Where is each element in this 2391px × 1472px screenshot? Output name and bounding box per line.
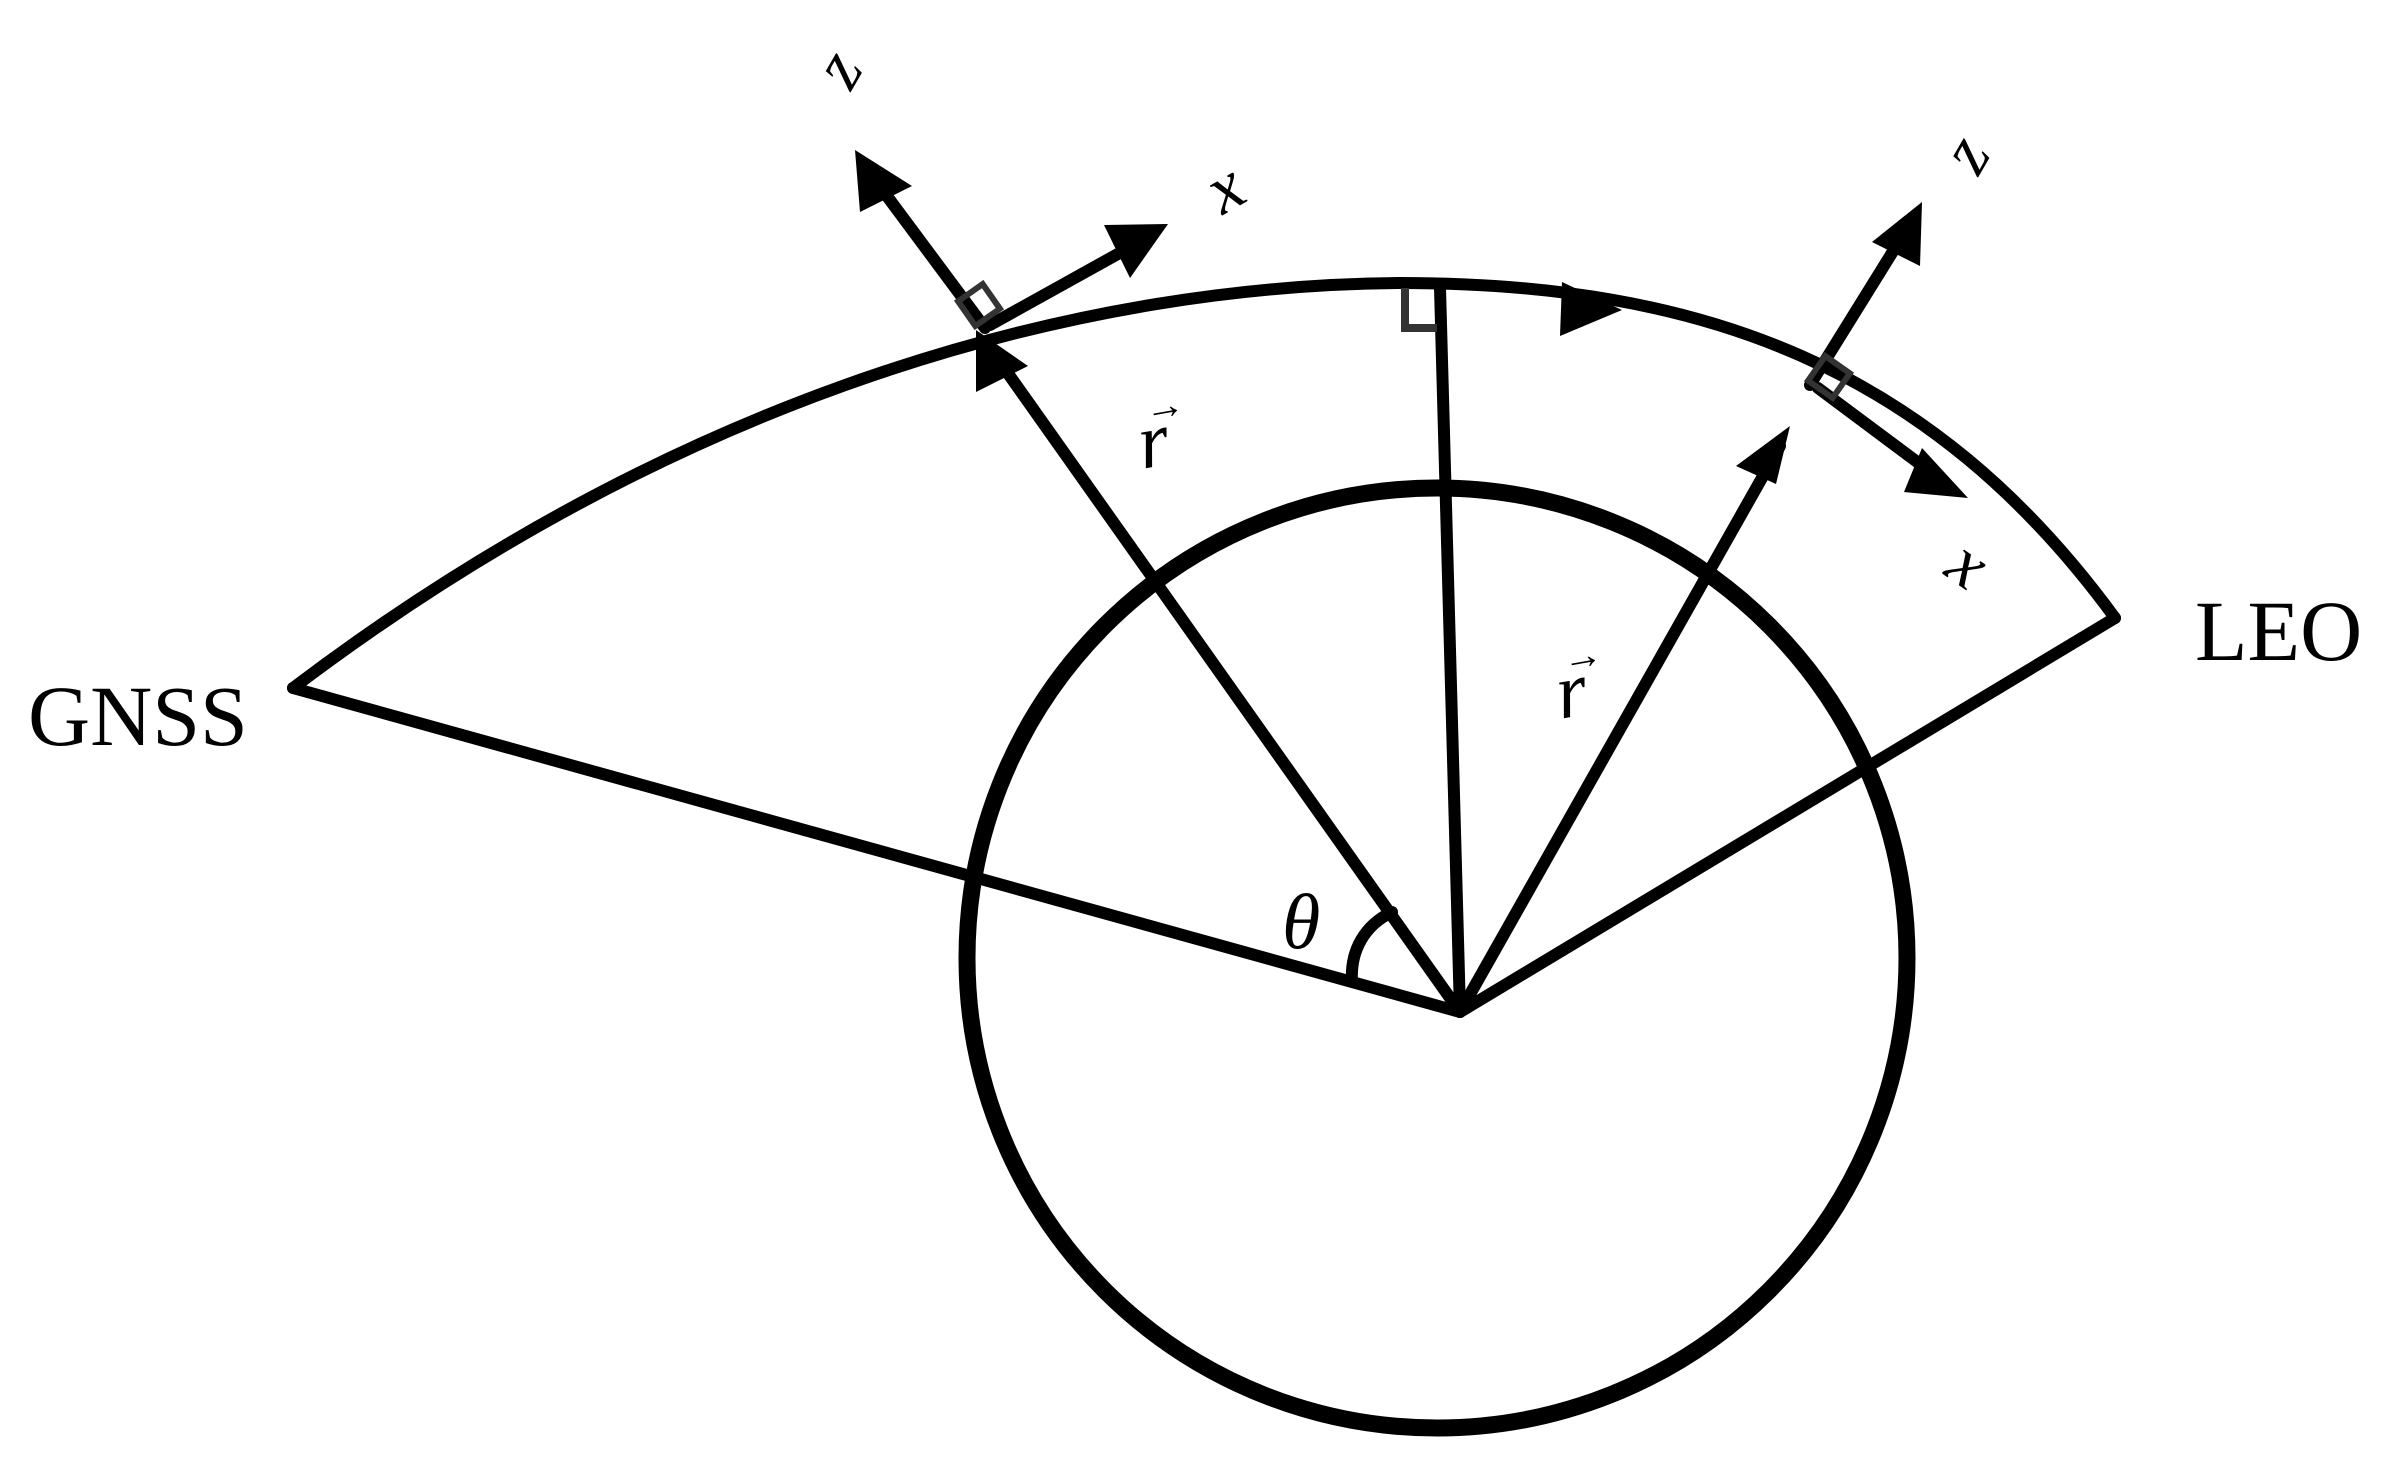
left-frame-x-axis (984, 244, 1131, 331)
left-x-label: x (1191, 147, 1257, 230)
right-position-vector (1454, 440, 1786, 1018)
right-position-vector-arrowhead (1736, 426, 1790, 484)
right-frame-z-arrowhead (1872, 202, 1922, 266)
left-right-angle-marker (953, 279, 1005, 331)
left-position-vector (984, 342, 1466, 1018)
right-z-label: z (1925, 123, 2006, 186)
line-center-to-gnss (287, 682, 1466, 1018)
left-z-label: z (797, 38, 878, 101)
right-frame-x-arrowhead (1904, 448, 1968, 498)
line-center-to-leo (1454, 612, 2121, 1018)
left-frame-z-axis (869, 174, 991, 334)
line-center-to-tangent-point (1434, 282, 1466, 1018)
left-frame-x-arrowhead (1104, 224, 1168, 278)
leo-label: LEO (2195, 583, 2362, 679)
theta-label: θ (1282, 878, 1320, 965)
left-position-vector-arrowhead (976, 330, 1028, 392)
earth-circle (958, 479, 1916, 1437)
left-r-vector-label: → r (1131, 380, 1188, 486)
ray-direction-arrow (1560, 282, 1622, 336)
right-r-arrow: → (1558, 630, 1605, 681)
angle-theta-arc (1345, 906, 1398, 988)
left-r-arrow: → (1140, 380, 1187, 431)
top-right-angle-marker (1401, 288, 1437, 332)
right-frame-x-axis (1812, 382, 1934, 476)
right-r-vector-label: → r (1549, 630, 1606, 736)
left-frame-z-arrowhead (855, 150, 912, 212)
right-right-angle-marker (1803, 351, 1855, 403)
gnss-label: GNSS (28, 668, 248, 764)
ray-path-arc (287, 277, 2121, 694)
right-x-label: x (1933, 523, 2003, 604)
